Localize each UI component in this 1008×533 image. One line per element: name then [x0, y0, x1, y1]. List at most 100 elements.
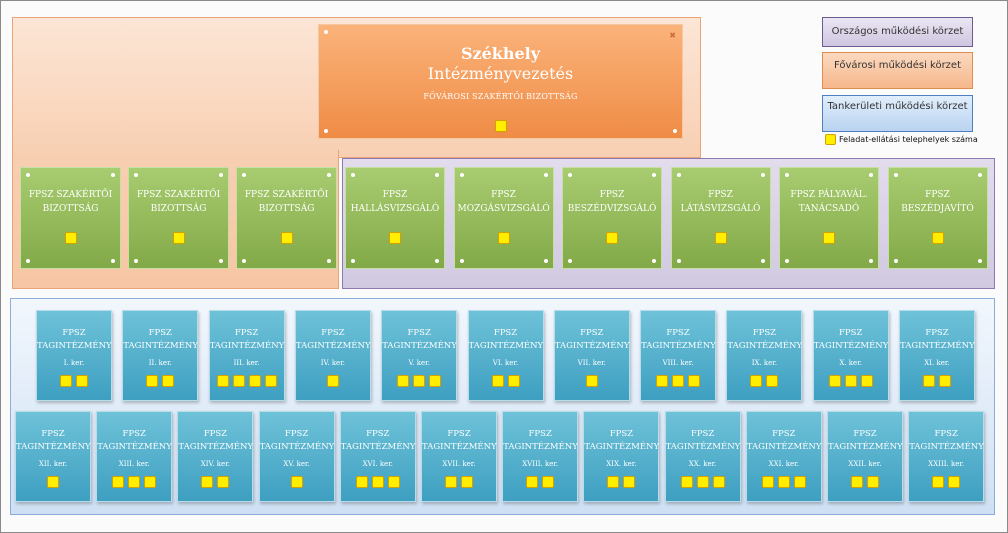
branch-district: VI. ker.: [492, 359, 519, 367]
branch-label-line1: FPSZ: [41, 429, 65, 439]
branch-district: XI. ker.: [924, 359, 950, 367]
branch-label-line2: TAGINTÉZMÉNY: [37, 341, 112, 351]
branch-district: XXIII. ker.: [928, 460, 965, 468]
branch-label-line2: TAGINTÉZMÉNY: [584, 442, 660, 452]
site-marker-icon: [923, 375, 935, 387]
national-unit-label-line1: FPSZ PÁLYAVÁL.: [790, 190, 868, 200]
branch-district: XV. ker.: [283, 460, 310, 468]
site-marker-icon: [656, 375, 669, 387]
branch-label-line1: FPSZ: [609, 429, 634, 439]
branch-box: FPSZ TAGINTÉZMÉNY IX. ker.: [726, 310, 803, 401]
national-unit-label-line1: FPSZ: [382, 190, 408, 200]
site-marker-icon: [60, 375, 72, 387]
branch-district: X. ker.: [839, 359, 862, 367]
site-marker-icon: [326, 375, 339, 387]
site-marker-icon: [607, 476, 620, 488]
site-marker-icon: [264, 375, 277, 387]
site-marker-icon: [429, 375, 442, 387]
branch-label-line2: TAGINTÉZMÉNY: [503, 442, 578, 452]
site-marker-icon: [585, 375, 598, 387]
branch-box: FPSZ TAGINTÉZMÉNY IV. ker.: [294, 310, 371, 401]
branch-site-markers: [503, 473, 577, 492]
hq-title: Székhely: [460, 44, 541, 63]
national-unit-label-line1: FPSZ: [491, 190, 516, 200]
site-marker-icon: [680, 476, 693, 488]
site-marker-icon: [217, 476, 230, 488]
site-marker-icon: [688, 375, 701, 387]
legend-district: Tankerületi működési körzet: [822, 95, 973, 132]
branch-label-line2: TAGINTÉZMÉNY: [909, 442, 984, 452]
site-marker-icon: [387, 476, 400, 488]
branch-label-line1: FPSZ: [122, 429, 146, 439]
branch-box: FPSZ TAGINTÉZMÉNY XIX. ker.: [583, 411, 660, 502]
legend-sites: Feladat-ellátási telephelyek száma: [825, 134, 978, 145]
branch-label-line1: FPSZ: [234, 328, 259, 338]
branch-site-markers: [641, 372, 715, 391]
branch-label-line2: TAGINTÉZMÉNY: [123, 341, 198, 351]
site-marker-icon: [494, 120, 507, 132]
national-unit-site-markers: [346, 232, 444, 247]
branch-box: FPSZ TAGINTÉZMÉNY XIII. ker.: [96, 411, 173, 502]
site-marker-icon: [766, 375, 779, 387]
branch-district: XIX. ker.: [606, 460, 637, 468]
site-marker-icon: [201, 476, 214, 488]
site-marker-icon: [750, 375, 763, 387]
branch-label-line2: TAGINTÉZMÉNY: [382, 341, 457, 351]
branch-site-markers: [37, 372, 111, 391]
national-unit-box: FPSZ BESZÉDVIZSGÁLÓ: [562, 167, 662, 269]
branch-label-line2: TAGINTÉZMÉNY: [178, 442, 254, 452]
branch-district: XII. ker.: [38, 460, 68, 468]
branch-district: XVIII. ker.: [522, 460, 559, 468]
committee-site-markers: [21, 232, 120, 247]
branch-label-line1: FPSZ: [447, 429, 471, 439]
branch-label-line2: TAGINTÉZMÉNY: [813, 341, 889, 351]
site-marker-icon: [64, 232, 77, 244]
site-marker-icon: [445, 476, 457, 488]
branch-site-markers: [727, 372, 801, 391]
branch-district: XXII. ker.: [848, 460, 882, 468]
site-marker-icon: [491, 375, 504, 387]
national-unit-box: FPSZ LÁTÁSVIZSGÁLÓ: [670, 167, 771, 269]
branch-district: XVII. ker.: [442, 460, 476, 468]
branch-label-line2: TAGINTÉZMÉNY: [209, 341, 285, 351]
branch-box: FPSZ TAGINTÉZMÉNY XVII. ker.: [421, 411, 497, 502]
committee-box: FPSZ SZAKÉRTŐI BIZOTTSÁG: [128, 167, 229, 269]
branch-box: FPSZ TAGINTÉZMÉNY XVIII. ker.: [502, 411, 579, 502]
site-marker-icon: [290, 476, 303, 488]
committee-label-line2: BIZOTTSÁG: [258, 204, 315, 214]
committee-site-markers: [129, 232, 228, 247]
branch-label-line1: FPSZ: [853, 429, 877, 439]
site-marker-icon: [216, 375, 229, 387]
branch-district: XIV. ker.: [200, 460, 230, 468]
branch-label-line1: FPSZ: [321, 328, 345, 338]
site-marker-icon: [606, 232, 618, 244]
branch-site-markers: [341, 473, 415, 492]
branch-site-markers: [260, 473, 334, 492]
branch-site-markers: [97, 473, 171, 492]
branch-site-markers: [814, 372, 888, 391]
site-marker-icon: [76, 375, 88, 387]
branch-district: II. ker.: [148, 359, 172, 367]
site-marker-icon: [777, 476, 790, 488]
site-marker-icon: [867, 476, 879, 488]
site-marker-icon: [948, 476, 961, 488]
site-marker-icon: [461, 476, 473, 488]
branch-label-line1: FPSZ: [772, 429, 796, 439]
national-unit-label-line2: BESZÉDVIZSGÁLÓ: [567, 204, 657, 214]
national-region: [342, 158, 995, 289]
national-unit-label-line1: FPSZ: [925, 190, 950, 200]
site-marker-icon: [371, 476, 384, 488]
site-marker-icon: [714, 232, 727, 244]
site-marker-icon: [939, 375, 951, 387]
national-unit-box: FPSZ HALLÁSVIZSGÁLÓ: [345, 167, 445, 269]
branch-label-line2: TAGINTÉZMÉNY: [97, 442, 172, 452]
branch-box: FPSZ TAGINTÉZMÉNY XIV. ker.: [177, 411, 254, 502]
branch-site-markers: [469, 372, 543, 391]
branch-district: XVI. ker.: [362, 460, 394, 468]
committee-label-line1: FPSZ SZAKÉRTŐI: [136, 190, 221, 200]
headquarters-box: ✖ Székhely Intézményvezetés FŐVÁROSI SZA…: [318, 24, 683, 139]
hq-site-markers: [319, 117, 682, 136]
branch-box: FPSZ TAGINTÉZMÉNY VII. ker.: [553, 310, 630, 401]
branch-label-line2: TAGINTÉZMÉNY: [422, 442, 497, 452]
branch-site-markers: [666, 473, 740, 492]
